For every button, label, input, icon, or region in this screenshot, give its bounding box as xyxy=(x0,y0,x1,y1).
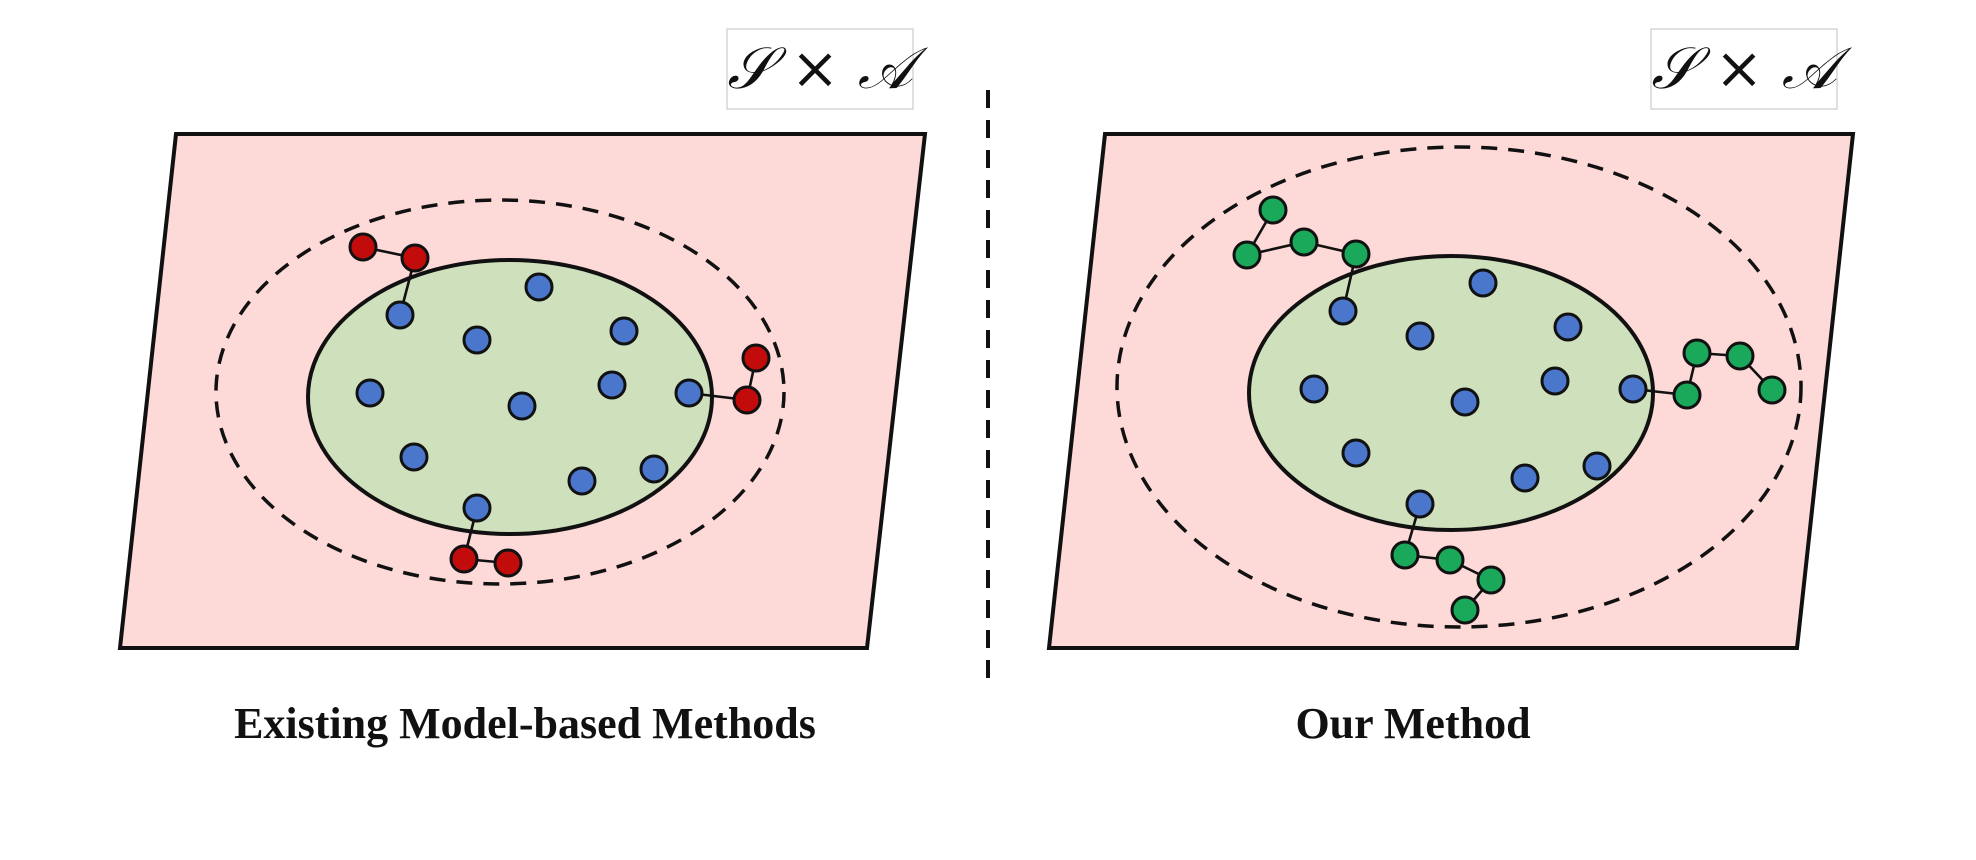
our-rollout-node xyxy=(1672,380,1702,410)
our-rollout-node xyxy=(1682,338,1712,368)
right-space-label-box xyxy=(1650,28,1838,110)
in-distribution-node xyxy=(1299,374,1329,404)
in-distribution-node xyxy=(355,378,385,408)
right-caption: Our Method xyxy=(1295,699,1530,748)
our-rollout-node xyxy=(1450,595,1480,625)
in-distribution-node xyxy=(1405,489,1435,519)
in-distribution-node xyxy=(507,391,537,421)
in-distribution-node xyxy=(1341,438,1371,468)
in-distribution-node xyxy=(385,300,415,330)
right-rollout-nodes xyxy=(1232,195,1787,625)
in-distribution-node xyxy=(597,370,627,400)
right-in-distribution-nodes xyxy=(1299,268,1648,519)
existing-rollout-node xyxy=(493,548,523,578)
in-distribution-node xyxy=(609,316,639,346)
our-rollout-node xyxy=(1757,375,1787,405)
in-distribution-node xyxy=(1582,451,1612,481)
our-rollout-node xyxy=(1258,195,1288,225)
in-distribution-node xyxy=(567,466,597,496)
our-rollout-node xyxy=(1232,240,1262,270)
right-panel: 𝒮 × 𝒜 xyxy=(1046,28,1856,748)
existing-rollout-node xyxy=(400,243,430,273)
in-distribution-node xyxy=(639,454,669,484)
left-rollout-nodes xyxy=(348,232,771,578)
our-rollout-node xyxy=(1341,239,1371,269)
in-distribution-node xyxy=(1618,374,1648,404)
in-distribution-node xyxy=(462,493,492,523)
our-rollout-node xyxy=(1725,341,1755,371)
left-in-distribution-nodes xyxy=(355,272,704,523)
in-distribution-node xyxy=(1553,312,1583,342)
our-rollout-node xyxy=(1435,545,1465,575)
in-distribution-node xyxy=(462,325,492,355)
in-distribution-node xyxy=(1510,463,1540,493)
existing-rollout-node xyxy=(732,385,762,415)
right-space-label: 𝒮 × 𝒜 xyxy=(1651,34,1852,102)
in-distribution-node xyxy=(1468,268,1498,298)
existing-rollout-node xyxy=(348,232,378,262)
left-caption: Existing Model-based Methods xyxy=(234,699,816,748)
in-distribution-node xyxy=(1450,387,1480,417)
in-distribution-node xyxy=(674,378,704,408)
in-distribution-node xyxy=(524,272,554,302)
left-panel: 𝒮 × 𝒜 xyxy=(117,28,929,748)
in-distribution-node xyxy=(1405,321,1435,351)
our-rollout-node xyxy=(1390,540,1420,570)
left-space-label-box xyxy=(726,28,914,110)
in-distribution-node xyxy=(1540,366,1570,396)
in-distribution-node xyxy=(399,442,429,472)
in-distribution-node xyxy=(1328,296,1358,326)
existing-rollout-node xyxy=(449,544,479,574)
our-rollout-node xyxy=(1289,227,1319,257)
left-space-label: 𝒮 × 𝒜 xyxy=(727,34,928,102)
existing-rollout-node xyxy=(741,343,771,373)
our-rollout-node xyxy=(1476,565,1506,595)
right-rollout-boundary xyxy=(1115,145,1803,629)
left-rollout-boundary xyxy=(214,198,786,586)
